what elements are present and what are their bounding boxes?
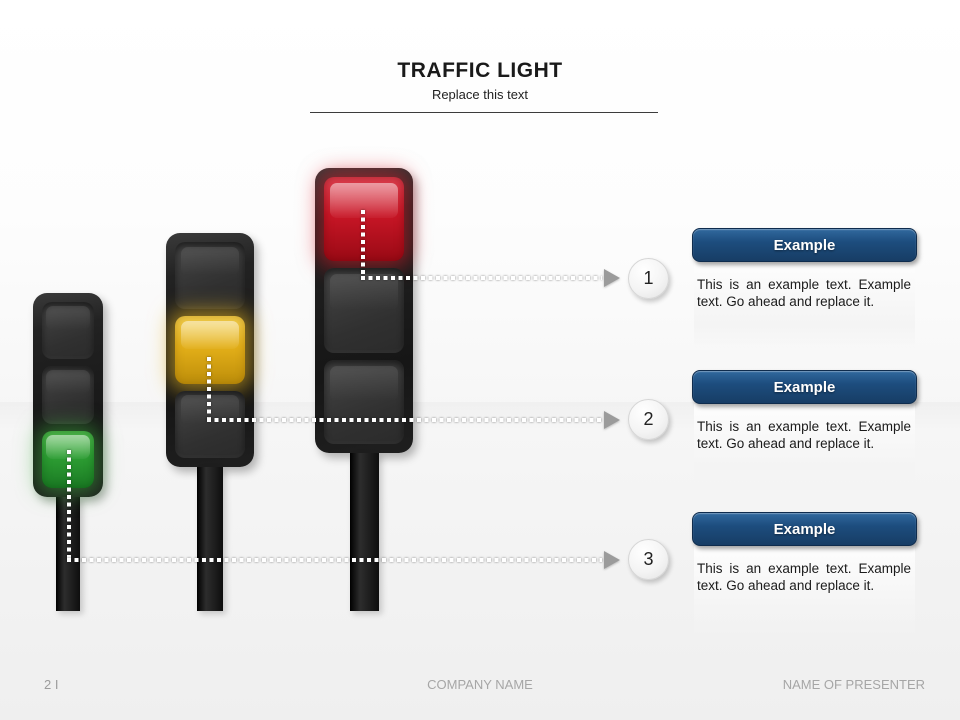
yellow-light — [324, 268, 404, 353]
step-number-badge-3: 3 — [628, 539, 669, 580]
traffic-light-tall — [315, 168, 413, 611]
footer: 2 I COMPANY NAME NAME OF PRESENTER — [0, 677, 960, 703]
light-gloss — [180, 321, 240, 350]
arrow-right-icon — [604, 269, 620, 287]
card-body-text: This is an example text. Example text. G… — [694, 546, 915, 636]
presenter-name: NAME OF PRESENTER — [782, 677, 925, 692]
connector-3-vertical — [67, 450, 71, 560]
green-light — [324, 359, 404, 444]
light-gloss — [330, 365, 398, 401]
step-number: 2 — [643, 409, 654, 429]
card-body-text: This is an example text. Example text. G… — [694, 262, 915, 352]
traffic-light-housing — [166, 233, 254, 467]
card-title: Example — [692, 512, 917, 546]
light-gloss — [46, 370, 90, 395]
light-gloss — [180, 246, 240, 275]
step-number: 3 — [643, 549, 654, 569]
light-gloss — [330, 274, 398, 310]
step-number-badge-2: 2 — [628, 399, 669, 440]
card-title: Example — [692, 228, 917, 262]
red-light — [42, 302, 94, 360]
slide-number: 2 I — [44, 677, 59, 692]
example-card-2: Example This is an example text. Example… — [692, 370, 917, 494]
example-card-1: Example This is an example text. Example… — [692, 228, 917, 352]
card-title: Example — [692, 370, 917, 404]
connector-2-horizontal — [207, 418, 602, 422]
traffic-light-pole — [349, 453, 379, 611]
company-name: COMPANY NAME — [427, 677, 533, 692]
page-subtitle: Replace this text — [431, 87, 529, 102]
traffic-light-medium — [166, 233, 254, 611]
card-body-text: This is an example text. Example text. G… — [694, 404, 915, 494]
arrow-right-icon — [604, 551, 620, 569]
step-number-badge-1: 1 — [628, 258, 669, 299]
light-gloss — [46, 306, 90, 331]
example-card-3: Example This is an example text. Example… — [692, 512, 917, 636]
step-number: 1 — [643, 268, 654, 288]
page-title: TRAFFIC LIGHT — [397, 59, 563, 82]
red-light — [175, 242, 245, 310]
connector-1-vertical — [361, 210, 365, 279]
yellow-light — [42, 366, 94, 424]
arrow-right-icon — [604, 411, 620, 429]
traffic-light-pole — [197, 467, 223, 611]
connector-2-vertical — [207, 357, 211, 420]
traffic-light-housing — [315, 168, 413, 453]
title-underline — [310, 112, 658, 113]
connector-1-horizontal — [361, 276, 602, 280]
connector-3-horizontal — [67, 558, 602, 562]
